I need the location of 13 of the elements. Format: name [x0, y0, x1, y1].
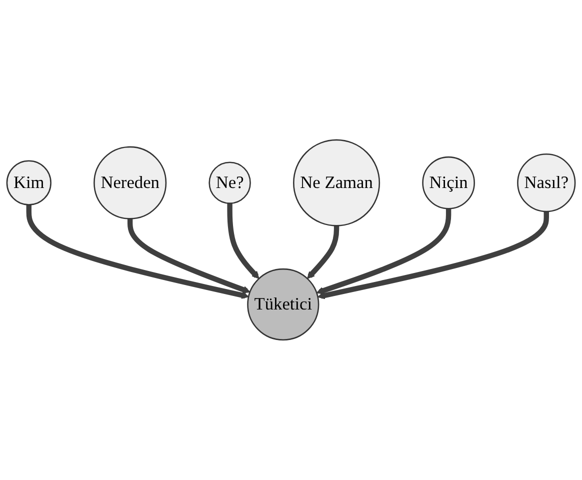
- node-circle: Ne?: [208, 162, 251, 204]
- node-circle: Kim: [6, 160, 52, 206]
- node-circle: Niçin: [422, 156, 475, 210]
- arrow: [307, 226, 340, 280]
- arrow: [26, 204, 249, 299]
- node-circle: Tüketici: [247, 268, 320, 341]
- arrow: [317, 212, 549, 300]
- node-circle: Nasıl?: [517, 154, 576, 212]
- arrow: [127, 218, 250, 294]
- arrow: [227, 203, 260, 280]
- node-circle: Ne Zaman: [293, 139, 380, 226]
- arrow: [316, 208, 452, 294]
- node-circle: Nereden: [94, 146, 167, 220]
